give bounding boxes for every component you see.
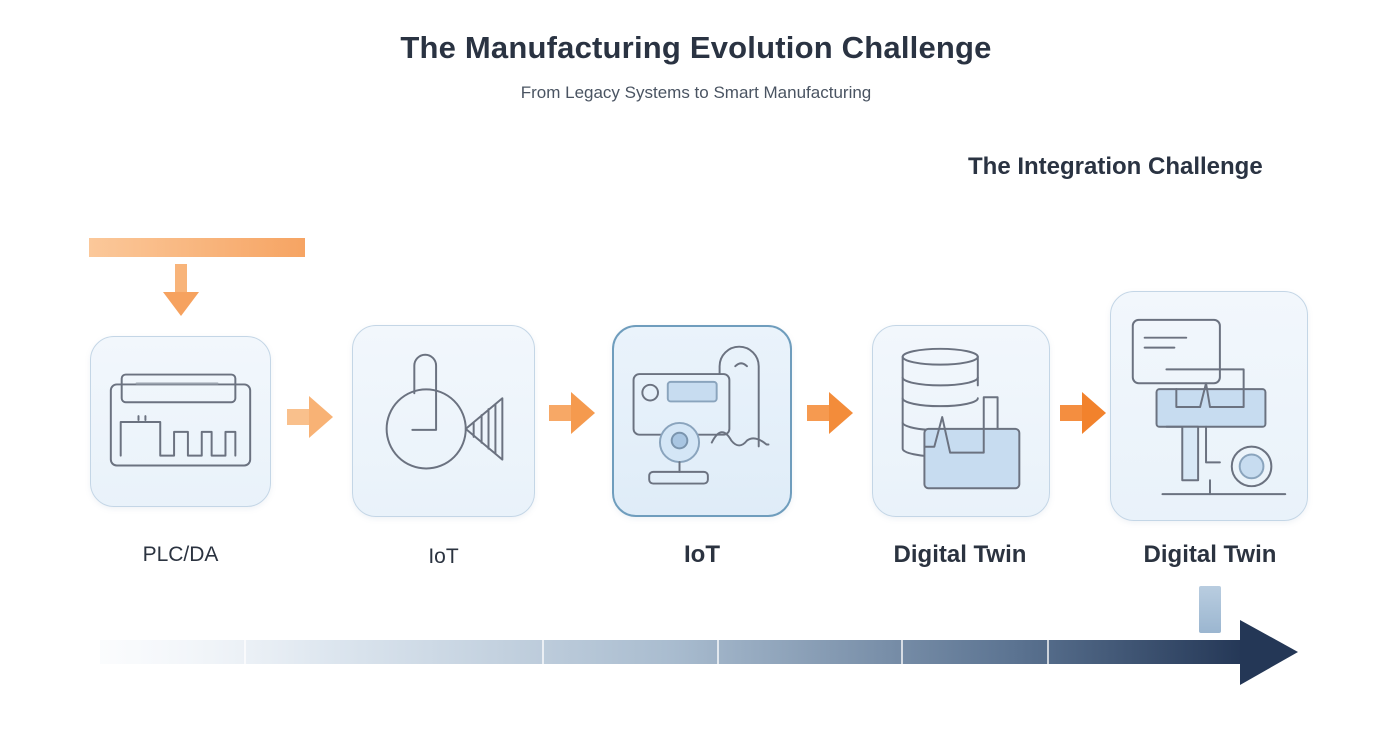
stage-card-digital-twin (872, 325, 1050, 517)
evolution-timeline-arrow (100, 620, 1298, 685)
stage-label: IoT (428, 545, 459, 568)
down-arrow-icon (163, 264, 199, 316)
database-flow-icon (901, 347, 1021, 490)
stage-card-digital-twin-network (1110, 291, 1308, 521)
stage-card-iot (352, 325, 535, 517)
stage-card-plc (90, 336, 271, 507)
flow-arrow-icon (549, 392, 595, 434)
flow-arrow-icon (1060, 392, 1106, 434)
iot-device-camera-icon (632, 345, 770, 485)
digital-twin-network-icon (1131, 318, 1287, 496)
flow-arrow-icon (807, 392, 853, 434)
diagram-subtitle: From Legacy Systems to Smart Manufacturi… (520, 83, 872, 102)
diagram-title: The Manufacturing Evolution Challenge (400, 30, 992, 65)
flow-arrow-icon (287, 396, 333, 438)
stage-label: PLC/DA (142, 543, 219, 566)
stage-label: IoT (684, 541, 720, 568)
stage-label: Digital Twin (893, 541, 1027, 568)
stage-card-iot-device (612, 325, 792, 517)
plc-control-panel-icon (109, 373, 252, 467)
progress-marker (1199, 586, 1221, 633)
legacy-bar (89, 238, 305, 257)
section-title: The Integration Challenge (968, 153, 1263, 180)
iot-sensor-icon (385, 353, 504, 470)
stage-label: Digital Twin (1143, 541, 1277, 568)
